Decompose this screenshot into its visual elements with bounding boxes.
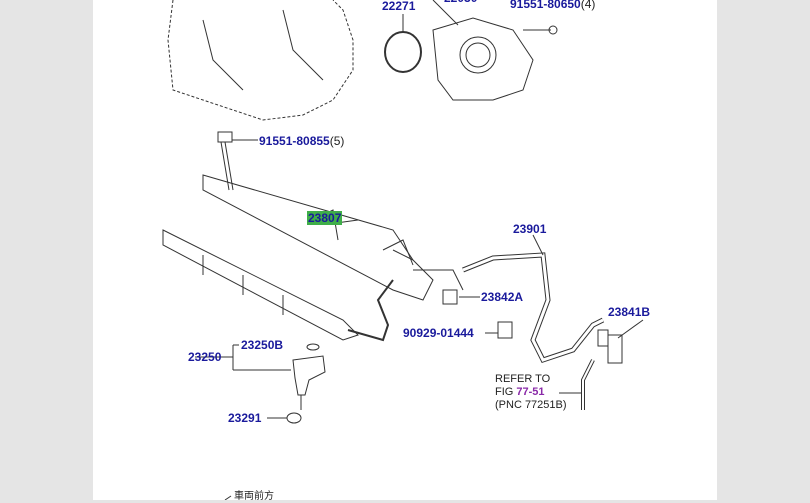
part-22271[interactable]: 22271 bbox=[382, 0, 416, 13]
quantity: (4) bbox=[580, 0, 596, 11]
part-91551-80650[interactable]: 91551-80650(4) bbox=[510, 0, 595, 11]
part-23250[interactable]: 23250 bbox=[188, 350, 222, 364]
quantity: (5) bbox=[329, 134, 345, 148]
refer-line1: REFER TO bbox=[495, 373, 551, 385]
fig-prefix: FIG bbox=[495, 386, 517, 398]
part-90929-01444[interactable]: 90929-01444 bbox=[403, 326, 474, 340]
part-23842a[interactable]: 23842A bbox=[481, 290, 524, 304]
part-23250b[interactable]: 23250B bbox=[241, 338, 284, 352]
part-number: 91551-80650 bbox=[510, 0, 581, 11]
part-23901[interactable]: 23901 bbox=[513, 222, 547, 236]
part-number: 91551-80855 bbox=[259, 134, 330, 148]
part-23807[interactable]: 23807 bbox=[307, 211, 343, 225]
refer-line3: (PNC 77251B) bbox=[495, 399, 567, 411]
fig-ref-link[interactable]: 77-51 bbox=[516, 386, 545, 398]
diagram-drawing bbox=[162, 0, 644, 500]
refer-line2: FIG 77-51 bbox=[495, 386, 567, 399]
refer-note: REFER TO FIG 77-51 (PNC 77251B) bbox=[495, 373, 567, 412]
part-91551-80855[interactable]: 91551-80855(5) bbox=[259, 134, 344, 148]
part-22030[interactable]: 22030 bbox=[444, 0, 477, 5]
vehicle-front-marker: 車両前方 bbox=[234, 491, 274, 502]
parts-diagram: 22271 22030 91551-80650(4) 91551-80855(5… bbox=[93, 0, 717, 502]
part-23841b[interactable]: 23841B bbox=[608, 305, 651, 319]
part-23291[interactable]: 23291 bbox=[228, 411, 262, 425]
